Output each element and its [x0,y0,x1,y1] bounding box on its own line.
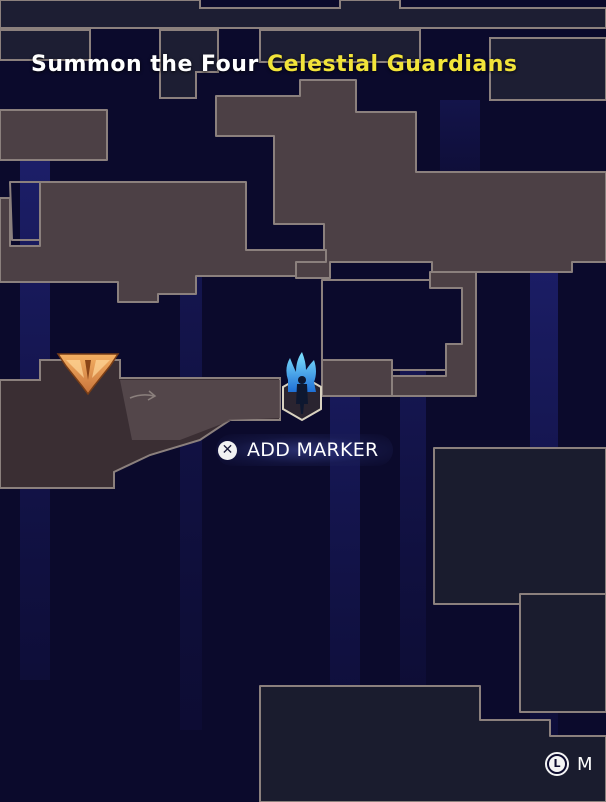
door-arrow-icon [129,390,157,401]
room-top-strip [0,0,606,101]
objective-highlight: Celestial Guardians [266,52,518,77]
legend-prompt[interactable]: L M [545,752,593,776]
add-marker-prompt[interactable]: ✕ ADD MARKER [216,434,393,466]
left-stick-button-icon: L [545,752,569,776]
explored-rooms [0,79,606,802]
cross-button-icon: ✕ [218,440,237,460]
current-room [0,359,281,489]
guardian-emblem-icon[interactable] [56,353,120,396]
objective-prefix: Summon the Four [31,52,259,77]
add-marker-label: ADD MARKER [247,439,379,461]
player-location-icon[interactable] [282,352,322,422]
legend-label: M [577,753,593,775]
objective-text: Summon the Four Celestial Guardians [31,52,518,77]
left-stick-glyph: L [549,756,565,772]
